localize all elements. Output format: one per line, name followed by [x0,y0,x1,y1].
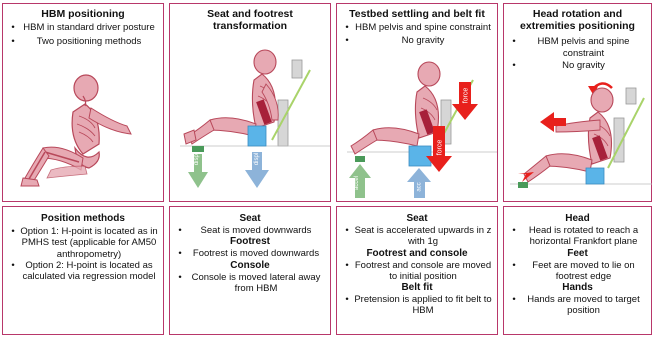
bullet-list: •Option 1: H-point is located as in PMHS… [7,226,159,282]
force-label-1: force [462,88,469,104]
section-heading: Footrest [174,236,326,248]
section-heading: Position methods [3,213,163,225]
bullet-item: •Seat is accelerated upwards in z with 1… [341,225,493,248]
hbm-driver-figure [3,66,163,201]
bullet-item: •No gravity [341,35,493,47]
bullet-item: •No gravity [508,60,647,72]
bullet-item: •Console is moved lateral away from HBM [174,272,326,295]
bullet-list: •HBM pelvis and spine constraint •No gra… [508,36,647,72]
bullet-item: •HBM pelvis and spine constraint [341,22,493,34]
panel-title: Seat and footrest transformation [170,8,330,32]
displ-label-2: displ [254,153,260,165]
bullet-item: •Two positioning methods [7,36,159,48]
bullet-item: •Head is rotated to reach a horizontal F… [508,225,647,248]
section-heading: Belt fit [341,282,493,294]
bullet-item: •Seat is moved downwards [174,225,326,236]
acc-label: acc [417,182,423,191]
panel-title: Head rotation and extremities positionin… [504,8,651,32]
panel-testbed-settling: Testbed settling and belt fit •HBM pelvi… [336,3,498,202]
bullet-item: •Hands are moved to target position [508,294,647,317]
force-label-2: force [436,140,443,156]
accel-label: accel [354,176,360,190]
displ-label-1: displ [194,153,200,165]
panel-testbed-details: Seat •Seat is accelerated upwards in z w… [336,206,498,335]
bullet-item: •HBM pelvis and spine constraint [508,36,647,59]
bullet-item: •Feet are moved to lie on footrest edge [508,260,647,283]
bullet-item: •Footrest and console are moved to initi… [341,260,493,283]
testbed-figure [337,60,497,200]
bullet-item: •Footrest is moved downwards [174,248,326,259]
panel-title: HBM positioning [3,8,163,20]
bullet-item: •Option 1: H-point is located as in PMHS… [7,226,159,260]
panel-seat-footrest: Seat and footrest transformation displ d… [169,3,331,202]
section-heading: Seat [174,213,326,225]
section-heading: Footrest and console [341,248,493,260]
seat-footrest-figure [170,40,330,200]
panel-position-methods: Position methods •Option 1: H-point is l… [2,206,164,335]
section-list: Seat •Seat is accelerated upwards in z w… [341,213,493,317]
panel-seat-footrest-details: Seat •Seat is moved downwards Footrest •… [169,206,331,335]
section-heading: Console [174,260,326,272]
section-heading: Feet [508,248,647,260]
bullet-item: •Option 2: H-point is located as calcula… [7,260,159,283]
section-list: Seat •Seat is moved downwards Footrest •… [174,213,326,294]
panel-head-extremities-details: Head •Head is rotated to reach a horizon… [503,206,652,335]
section-heading: Head [508,213,647,225]
section-list: Head •Head is rotated to reach a horizon… [508,213,647,317]
section-heading: Seat [341,213,493,225]
panel-hbm-positioning: HBM positioning •HBM in standard driver … [2,3,164,202]
bullet-item: •Pretension is applied to fit belt to HB… [341,294,493,317]
section-heading: Hands [508,282,647,294]
head-rotation-figure [504,78,652,200]
bullet-list: •HBM pelvis and spine constraint •No gra… [341,22,493,46]
panel-head-rotation: Head rotation and extremities positionin… [503,3,652,202]
bullet-item: •HBM in standard driver posture [7,22,159,34]
panel-title: Testbed settling and belt fit [337,8,497,20]
bullet-list: •HBM in standard driver posture •Two pos… [7,22,159,47]
